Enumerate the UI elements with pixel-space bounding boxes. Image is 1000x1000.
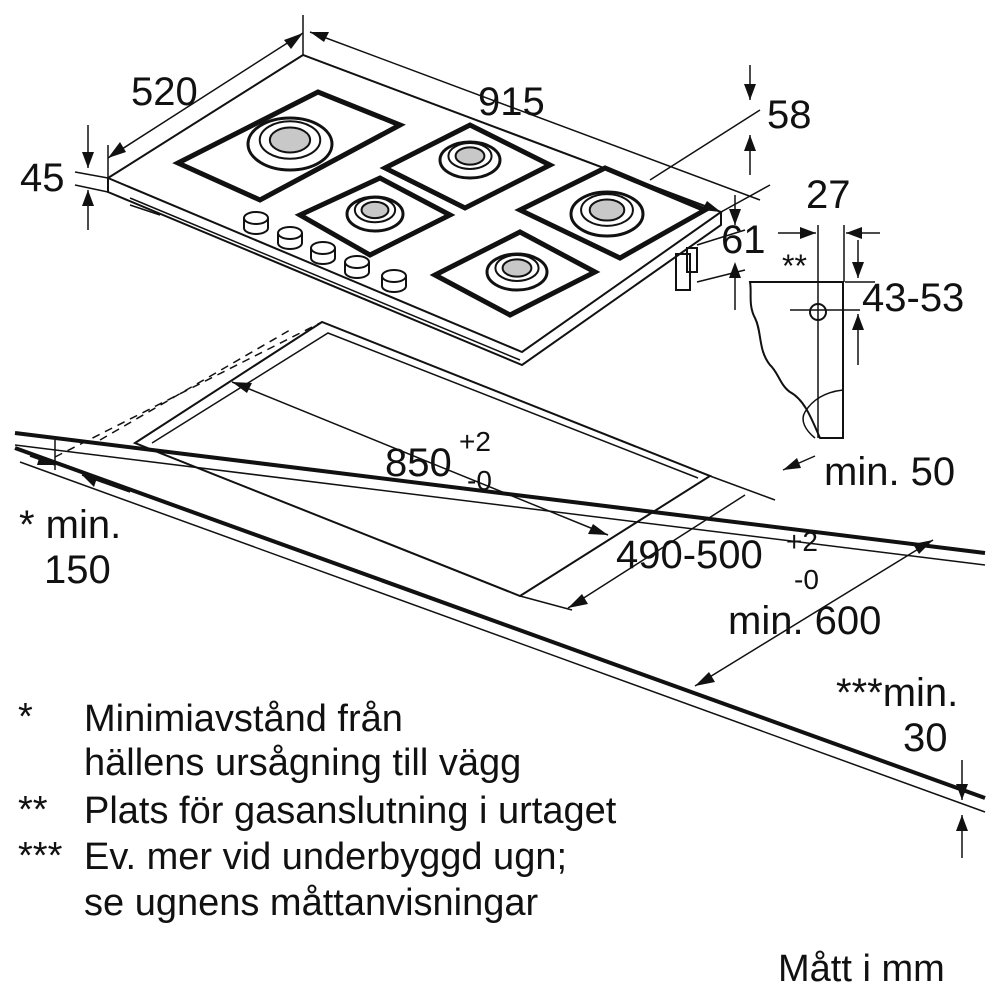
- cutout: [54, 320, 713, 598]
- note-3-line1: Ev. mer vid underbyggd ugn;: [84, 836, 568, 878]
- control-knobs: [243, 211, 407, 293]
- gas-connection-mark: **: [782, 248, 807, 284]
- burner: [246, 116, 334, 172]
- burners: [246, 116, 645, 292]
- dim-850-tol-plus: +2: [459, 426, 491, 457]
- dim-490-500: 490-500: [616, 533, 763, 577]
- dim-45: 45: [20, 156, 65, 200]
- bracket-detail: [748, 225, 860, 439]
- dim-915: 915: [478, 80, 545, 124]
- dim-58: 58: [767, 93, 812, 137]
- dim-min-150-line1: * min.: [19, 503, 122, 547]
- burner: [345, 195, 405, 233]
- unit-note: Mått i mm: [778, 948, 945, 990]
- knob: [310, 241, 336, 265]
- note-2-line1: Plats för gasanslutning i urtaget: [84, 790, 617, 832]
- note-1-line1: Minimiavstånd från: [84, 698, 403, 740]
- knob: [277, 226, 303, 250]
- dim-490-500-tol-minus: -0: [794, 564, 819, 595]
- note-3-line2: se ugnens måttanvisningar: [84, 882, 539, 924]
- dim-850-tol-minus: -0: [467, 465, 492, 496]
- dim-61: 61: [721, 218, 766, 262]
- knob: [381, 269, 407, 293]
- note-3-marker: ***: [18, 835, 63, 877]
- burner: [485, 252, 549, 292]
- knob: [243, 211, 269, 235]
- dim-min-50: min. 50: [824, 450, 956, 494]
- knob: [344, 255, 370, 279]
- note-1-marker: *: [18, 696, 33, 738]
- dim-27: 27: [806, 173, 851, 217]
- note-2-marker: **: [18, 789, 48, 831]
- dim-min-30-line1: ***min.: [836, 671, 959, 715]
- burner: [569, 190, 645, 238]
- pan-supports: [172, 89, 711, 318]
- burner: [438, 140, 502, 180]
- arrow-heads: [37, 32, 968, 831]
- worktop: [14, 431, 986, 813]
- dim-min-30-line2: 30: [903, 716, 948, 760]
- dim-850: 850: [385, 441, 452, 485]
- dim-490-500-tol-plus: +2: [786, 526, 818, 557]
- dim-520: 520: [131, 70, 198, 114]
- dim-43-53: 43-53: [862, 276, 965, 320]
- dim-min-600: min. 600: [728, 599, 882, 643]
- dim-min-150-line2: 150: [44, 548, 111, 592]
- note-1-line2: hällens ursågning till vägg: [84, 742, 522, 784]
- dimension-lines: [29, 15, 963, 858]
